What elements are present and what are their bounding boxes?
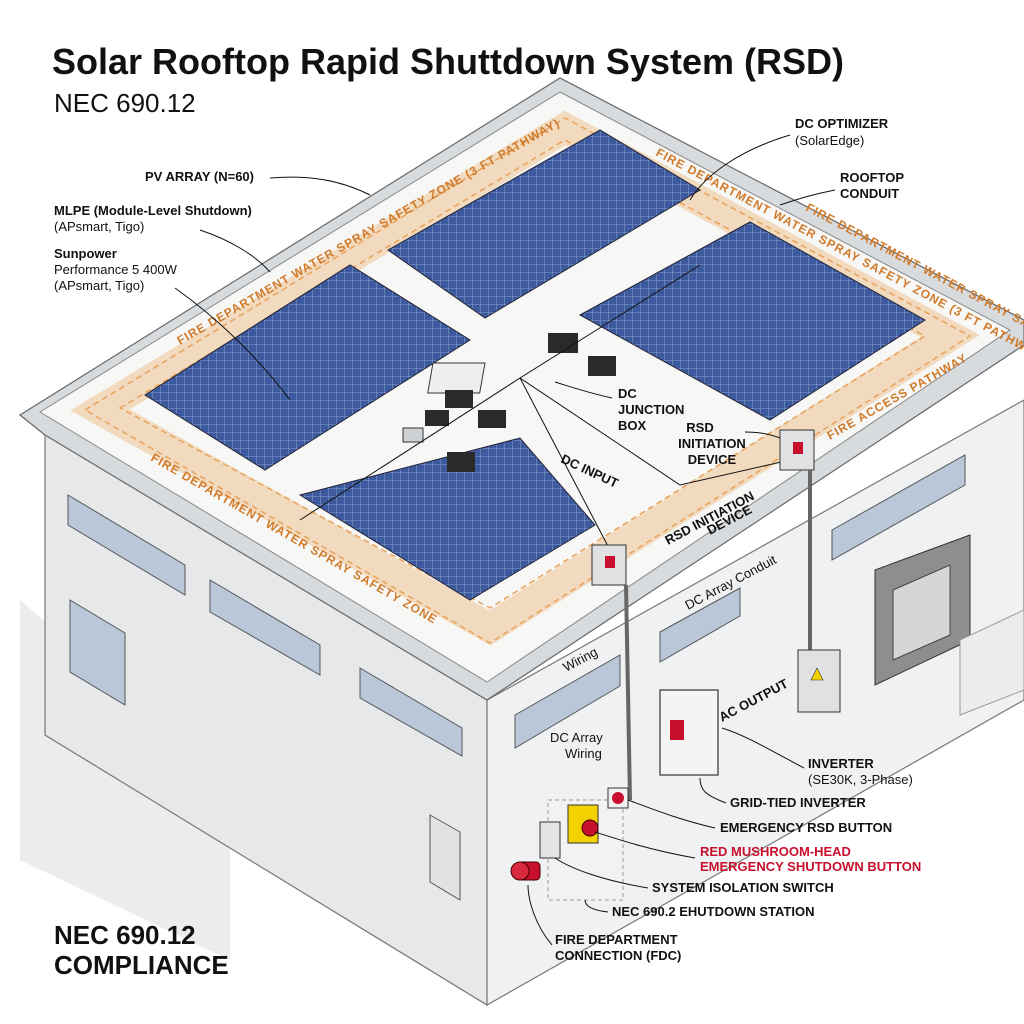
dc-junction-leader — [554, 381, 613, 399]
dc-array-wiring-conduit — [624, 584, 632, 801]
mlpe-unit — [478, 410, 506, 428]
dc-junction-label-2: JUNCTION — [618, 402, 684, 417]
sunpower-model-label: Performance 5 400W — [54, 262, 178, 277]
windows — [67, 454, 966, 757]
page-subtitle: NEC 690.12 — [54, 88, 196, 118]
mlpe-leader — [199, 229, 271, 273]
mlpe-unit — [445, 390, 473, 408]
sunpower-sub-label: (APsmart, Tigo) — [54, 278, 144, 293]
rsd-initiation-roof-label-2: INITIATION — [678, 436, 746, 451]
rooftop-conduit — [519, 264, 701, 379]
dc-junction-box — [427, 362, 486, 394]
grid-tied-inverter — [659, 689, 719, 776]
fire-zone-outer-edge — [83, 117, 972, 644]
pv-array-bottom — [298, 437, 596, 601]
system-isolation-switch[interactable] — [539, 821, 561, 859]
fdc-label-2: CONNECTION (FDC) — [555, 948, 681, 963]
rooftop-conduit-label: ROOFTOP — [840, 170, 904, 185]
fdc-leader — [527, 884, 553, 946]
nec-shutdown-station-label: NEC 690.2 EHUTDOWN STATION — [612, 904, 814, 919]
controller-unit — [402, 427, 424, 443]
dc-optimizer-unit — [588, 356, 616, 376]
emergency-rsd-leader — [627, 799, 716, 829]
dc-optimizer-leader — [689, 134, 791, 201]
rsd-initiation-roof-label-3: DEVICE — [688, 452, 737, 467]
building-door — [429, 814, 461, 901]
grid-tied-leader — [699, 777, 727, 804]
dc-array-wiring-label: DC Array — [550, 730, 603, 745]
page-title: Solar Rooftop Rapid Shuttdown System (RS… — [52, 41, 844, 82]
red-mushroom-label: RED MUSHROOM-HEAD — [700, 844, 851, 859]
dc-junction-label-3: BOX — [618, 418, 647, 433]
inverter-label: INVERTER — [808, 756, 874, 771]
pv-array-leader — [269, 176, 371, 196]
dc-optimizer-sub-label: (SolarEdge) — [795, 133, 864, 148]
system-isolation-switch-label: SYSTEM ISOLATION SWITCH — [652, 880, 834, 895]
rsd-initiation-roof-leader — [744, 431, 781, 439]
red-mushroom-head-button[interactable] — [612, 792, 624, 804]
compliance-line-2: COMPLIANCE — [54, 950, 229, 980]
mlpe-label: MLPE (Module-Level Shutdown) — [54, 203, 252, 218]
rooftop-conduit-leader — [779, 189, 836, 206]
dc-array-wiring-label-2: Wiring — [565, 746, 602, 761]
fire-zone-inner-edge — [118, 139, 927, 609]
dc-optimizer-label: DC OPTIMIZER — [795, 116, 889, 131]
pv-array-top — [387, 129, 701, 319]
fire-department-connection — [510, 861, 541, 881]
rsd-initiation-roof-label: RSD — [686, 420, 713, 435]
sunpower-label: Sunpower — [54, 246, 117, 261]
mlpe-unit — [425, 410, 449, 426]
fire-safety-zone — [70, 110, 980, 646]
dc-junction-label: DC — [618, 386, 637, 401]
pv-array-label: PV ARRAY (N=60) — [145, 169, 254, 184]
grid-tied-inverter-label: GRID-TIED INVERTER — [730, 795, 866, 810]
mlpe-sub-label: (APsmart, Tigo) — [54, 219, 144, 234]
loading-ramp — [959, 609, 1024, 716]
rooftop-conduit — [299, 377, 521, 521]
pv-array-left — [144, 264, 471, 471]
nec-shutdown-leader — [584, 899, 609, 913]
pv-array-right — [578, 221, 926, 421]
emergency-rsd-button[interactable] — [581, 819, 599, 837]
rooftop-conduit-label-2: CONDUIT — [840, 186, 899, 201]
mlpe-unit — [447, 452, 475, 472]
emergency-rsd-button-label: EMERGENCY RSD BUTTON — [720, 820, 892, 835]
red-mushroom-leader — [594, 831, 696, 859]
rooftop-conduit — [519, 377, 791, 486]
ac-disconnect-box — [797, 649, 841, 713]
inverter-leader — [721, 727, 805, 769]
fdc-label: FIRE DEPARTMENT — [555, 932, 678, 947]
compliance-line-1: NEC 690.12 — [54, 920, 196, 950]
sunpower-leader — [174, 287, 291, 401]
system-isolation-leader — [554, 857, 649, 889]
dc-optimizer-unit — [548, 333, 578, 353]
inverter-sub-label: (SE30K, 3-Phase) — [808, 772, 913, 787]
red-mushroom-label-2: EMERGENCY SHUTDOWN BUTTON — [700, 859, 921, 874]
rooftop-conduit — [519, 377, 611, 551]
